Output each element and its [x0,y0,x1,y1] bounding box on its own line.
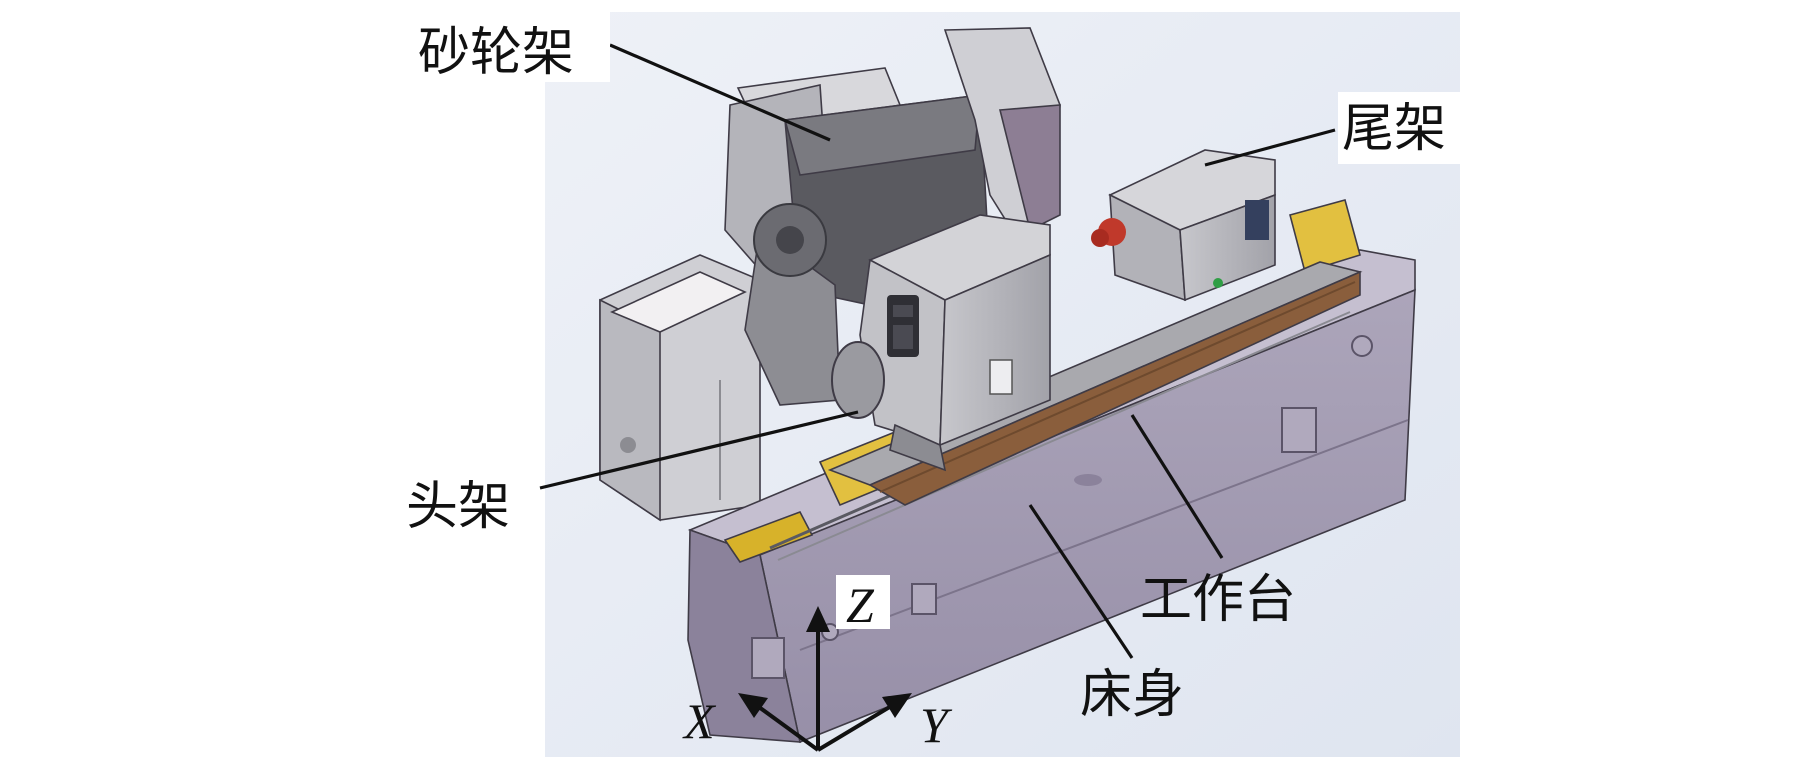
label-headstock: 头架 [406,477,510,537]
z-axis-arrowhead [806,606,830,632]
wheelhead-base-enclosure [599,254,761,522]
leader-tailstock [1204,128,1336,167]
tailstock-assembly [1091,149,1276,302]
leader-bed [1028,504,1134,659]
leader-lines [539,43,1336,659]
coordinate-axes: Z X Y [682,575,953,753]
label-wheelhead: 砂轮架 [418,23,574,83]
headstock-assembly [831,214,1051,472]
label-worktable: 工作台 [1140,570,1296,630]
leader-worktable [1130,414,1224,559]
y-axis-arrowhead [882,693,912,718]
axis-label-x: X [682,693,717,749]
label-bed: 床身 [1080,665,1184,725]
component-labels: 砂轮架 尾架 头架 工作台 床身 [404,10,1470,725]
machine-illustration [599,27,1416,744]
label-tailstock: 尾架 [1342,99,1446,159]
axis-label-z: Z [846,577,875,633]
x-axis-arrowhead [738,693,768,718]
leader-wheelhead [609,43,831,142]
y-axis-arrow [816,700,900,752]
x-axis-arrow [750,700,820,752]
leader-headstock [539,410,859,490]
axis-label-y: Y [920,697,953,753]
